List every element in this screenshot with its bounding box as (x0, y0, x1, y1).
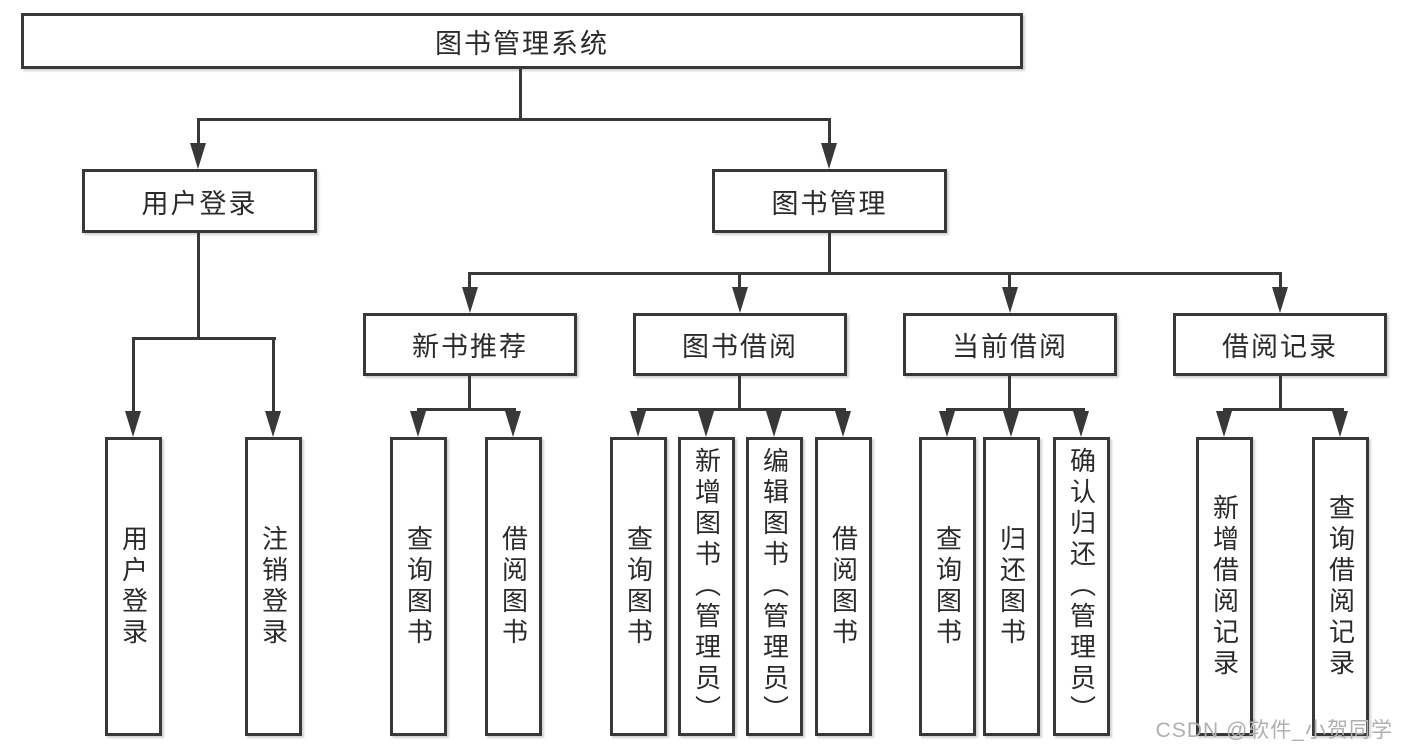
leaf-current-query-books: 查询图书 (919, 437, 976, 736)
arrow-down-icon (630, 411, 646, 437)
node-current-borrowing-label: 当前借阅 (952, 332, 1068, 362)
node-current-borrowing: 当前借阅 (903, 313, 1117, 376)
leaf-borrow-query-books-label: 查询图书 (623, 524, 654, 649)
leaf-borrow-books-label: 借阅图书 (828, 524, 859, 649)
connector-line (828, 233, 831, 275)
leaf-return-books: 归还图书 (983, 437, 1040, 736)
arrow-down-icon (190, 143, 206, 169)
leaf-return-books-label: 归还图书 (996, 524, 1027, 649)
connector-line (197, 233, 200, 340)
connector-line (828, 118, 831, 147)
node-borrowing-records-label: 借阅记录 (1222, 332, 1338, 362)
connector-line (132, 337, 135, 414)
node-book-management-label: 图书管理 (771, 188, 888, 219)
leaf-add-books-admin: 新增图书（管理员） (678, 437, 735, 736)
node-book-borrowing-label: 图书借阅 (682, 332, 798, 362)
arrow-down-icon (1073, 411, 1089, 437)
connector-line (468, 376, 471, 411)
leaf-query-borrow-record-label: 查询借阅记录 (1325, 493, 1356, 680)
node-new-book-recommend: 新书推荐 (363, 313, 577, 376)
leaf-rec-borrow-books: 借阅图书 (485, 437, 542, 736)
csdn-watermark: CSDN @软件_小贺同学 (1155, 719, 1393, 742)
connector-line (1008, 376, 1011, 411)
connector-line (132, 337, 276, 340)
leaf-edit-books-admin-label: 编辑图书（管理员） (759, 447, 790, 726)
leaf-borrow-books: 借阅图书 (815, 437, 872, 736)
connector-line (468, 272, 1282, 275)
node-book-borrowing: 图书借阅 (633, 313, 847, 376)
arrow-down-icon (732, 287, 748, 313)
connector-line (1223, 408, 1344, 411)
arrow-down-icon (698, 411, 714, 437)
arrow-down-icon (1216, 411, 1232, 437)
node-root-label: 图书管理系统 (435, 28, 609, 59)
connector-line (272, 337, 275, 414)
arrow-down-icon (835, 411, 851, 437)
connector-line (468, 272, 471, 290)
node-user-login: 用户登录 (82, 169, 317, 233)
leaf-add-borrow-record: 新增借阅记录 (1196, 437, 1253, 736)
leaf-add-books-admin-label: 新增图书（管理员） (691, 447, 722, 726)
leaf-rec-query-books: 查询图书 (390, 437, 447, 736)
leaf-logout-label: 注销登录 (258, 524, 289, 649)
arrow-down-icon (265, 411, 281, 437)
connector-line (1008, 272, 1011, 290)
connector-line (946, 408, 1085, 411)
leaf-add-borrow-record-label: 新增借阅记录 (1209, 493, 1240, 680)
arrow-down-icon (766, 411, 782, 437)
node-new-book-recommend-label: 新书推荐 (412, 332, 528, 362)
arrow-down-icon (1332, 411, 1348, 437)
arrow-down-icon (821, 143, 837, 169)
arrow-down-icon (1002, 287, 1018, 313)
leaf-query-borrow-record: 查询借阅记录 (1312, 437, 1369, 736)
arrow-down-icon (939, 411, 955, 437)
arrow-down-icon (1003, 411, 1019, 437)
leaf-rec-query-books-label: 查询图书 (403, 524, 434, 649)
connector-line (1279, 272, 1282, 290)
leaf-borrow-query-books: 查询图书 (610, 437, 667, 736)
arrow-down-icon (1272, 287, 1288, 313)
leaf-user-login-label: 用户登录 (118, 524, 149, 649)
node-borrowing-records: 借阅记录 (1173, 313, 1387, 376)
arrow-down-icon (462, 287, 478, 313)
leaf-confirm-return-admin: 确认归还（管理员） (1053, 437, 1110, 736)
connector-line (738, 376, 741, 411)
connector-line (197, 118, 831, 121)
leaf-logout: 注销登录 (245, 437, 302, 736)
leaf-edit-books-admin: 编辑图书（管理员） (746, 437, 803, 736)
arrow-down-icon (125, 411, 141, 437)
connector-line (417, 408, 516, 411)
connector-line (197, 118, 200, 147)
node-book-management: 图书管理 (712, 169, 947, 233)
connector-line (637, 408, 846, 411)
node-user-login-label: 用户登录 (141, 188, 258, 219)
node-root: 图书管理系统 (21, 13, 1023, 69)
connector-line (738, 272, 741, 290)
connector-line (519, 69, 522, 118)
connector-line (1279, 376, 1282, 411)
leaf-rec-borrow-books-label: 借阅图书 (498, 524, 529, 649)
arrow-down-icon (505, 411, 521, 437)
leaf-current-query-books-label: 查询图书 (932, 524, 963, 649)
leaf-confirm-return-admin-label: 确认归还（管理员） (1066, 447, 1097, 726)
arrow-down-icon (410, 411, 426, 437)
leaf-user-login: 用户登录 (105, 437, 162, 736)
